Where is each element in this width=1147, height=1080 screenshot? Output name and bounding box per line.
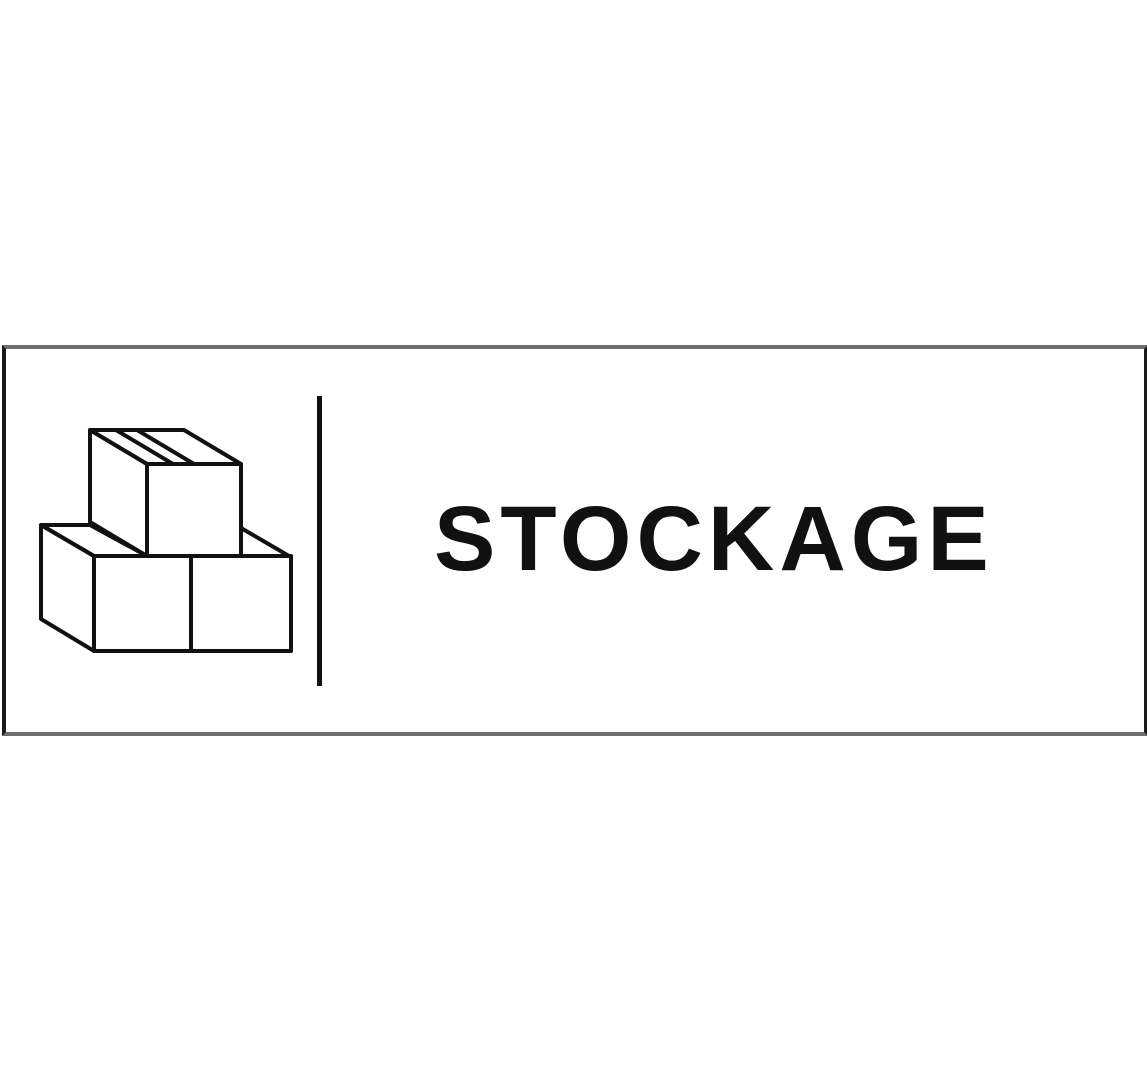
sign-label: STOCKAGE [434, 488, 994, 590]
stacked-boxes-icon [34, 421, 304, 661]
storage-sign: STOCKAGE [2, 345, 1147, 736]
divider [317, 396, 322, 686]
